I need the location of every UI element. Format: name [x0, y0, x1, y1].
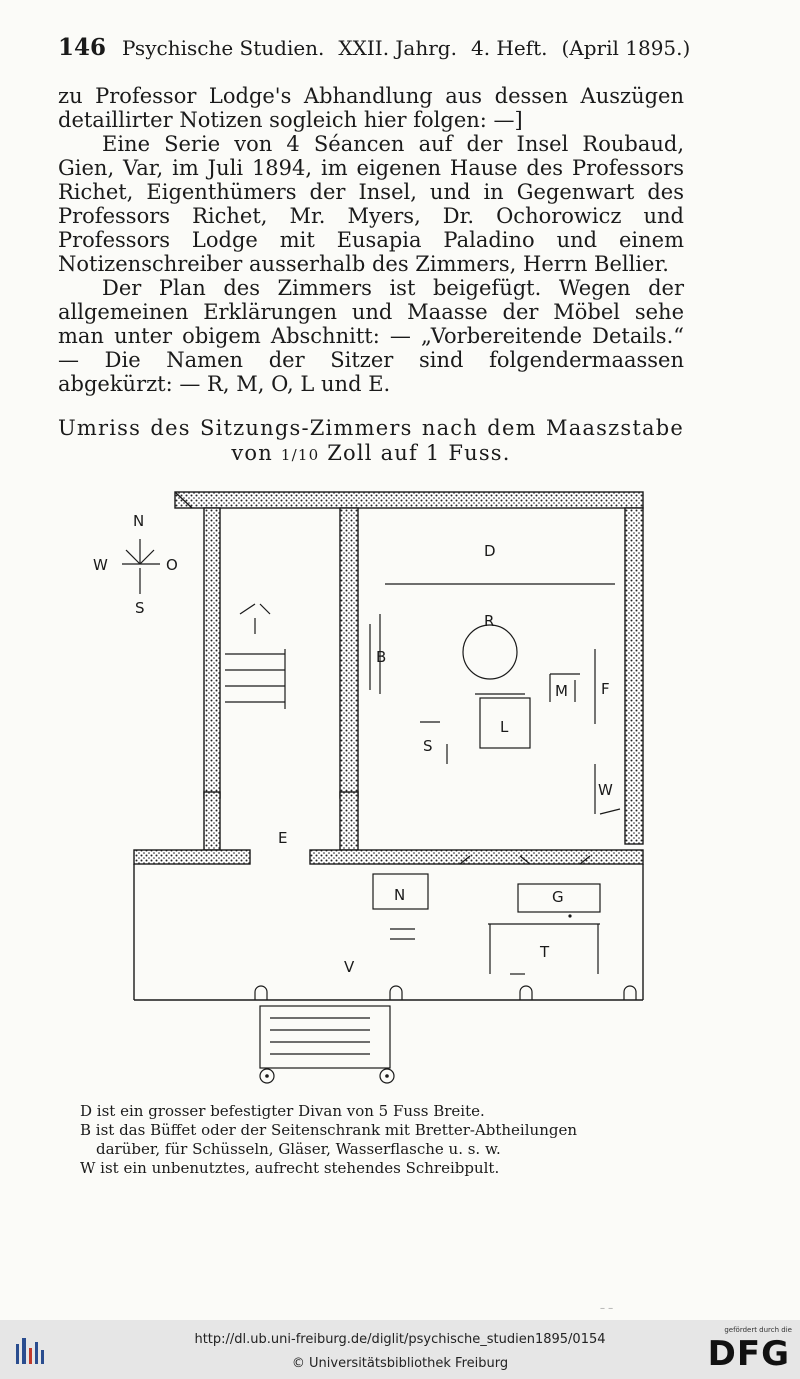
writing-desk-label: W [598, 781, 613, 799]
myers-label: M [555, 682, 568, 700]
compass-west-label: W [93, 556, 108, 574]
viewer-footer: http://dl.ub.uni-freiburg.de/diglit/psyc… [0, 1320, 800, 1379]
t-label: T [540, 943, 550, 961]
funder-caption: gefördert durch die [724, 1326, 792, 1334]
caption-line-2: von 1/10 Zoll auf 1 Fuss. [231, 441, 511, 465]
g-label: G [552, 888, 564, 906]
lodge-label: L [500, 718, 509, 736]
legend-b: B ist das Büffet oder der Seitenschrank … [80, 1121, 577, 1139]
caption-line-1: Umriss des Sitzungs-Zimmers nach dem Maa… [58, 416, 684, 440]
divan-label: D [484, 542, 496, 560]
copyright-notice: © Universitätsbibliothek Freiburg [291, 1356, 509, 1371]
room-plan-drawing [122, 491, 644, 1084]
volume: XXII. Jahrg. [338, 36, 457, 60]
compass-north-label: N [133, 512, 145, 530]
legend-d: D ist ein grosser befestigter Divan von … [80, 1102, 485, 1120]
page-number: 146 [58, 34, 107, 61]
library-logo-icon [16, 1338, 44, 1364]
paragraph-1: zu Professor Lodge's Abhandlung aus dess… [58, 84, 684, 132]
buffet-label: B [376, 648, 387, 666]
scanned-page: 146 Psychische Studien. XXII. Jahrg. 4. … [58, 34, 691, 1314]
funder-logo-text: DFG [707, 1334, 790, 1374]
issue-date: (April 1895.) [561, 36, 691, 60]
room-plan: N W O S D R B M F L S W E N G T V [80, 484, 650, 1094]
entrance-label: E [278, 829, 288, 847]
compass-east-label: O [166, 556, 178, 574]
body-text: zu Professor Lodge's Abhandlung aus dess… [58, 84, 684, 396]
s-label: S [423, 737, 433, 755]
paragraph-2: Eine Serie von 4 Séancen auf der Insel R… [58, 132, 684, 276]
caption-fraction: 1/10 [280, 446, 320, 464]
richet-label: R [484, 612, 495, 630]
document-url-link[interactable]: http://dl.ub.uni-freiburg.de/diglit/psyc… [194, 1332, 606, 1347]
running-header: 146 Psychische Studien. XXII. Jahrg. 4. … [58, 34, 690, 64]
journal-title: Psychische Studien. [122, 36, 325, 60]
paragraph-3: Der Plan des Zimmers ist beigefügt. Wege… [58, 276, 684, 396]
issue: 4. Heft. [470, 36, 548, 60]
compass-south-label: S [135, 599, 145, 617]
plan-dots [265, 914, 572, 1078]
room-walls [133, 491, 644, 1001]
legend-w: W ist ein unbenutztes, aufrecht stehende… [80, 1159, 500, 1177]
scan-mark: – – [600, 1303, 614, 1314]
furniture [122, 539, 637, 1084]
plan-legend: D ist ein grosser befestigter Divan von … [80, 1102, 690, 1178]
legend-b-continued: darüber, für Schüsseln, Gläser, Wasserfl… [96, 1140, 501, 1158]
f-label: F [601, 680, 610, 698]
dfg-logo: gefördert durch die DFG [704, 1326, 796, 1376]
n-label: N [394, 886, 406, 904]
figure-caption: Umriss des Sitzungs-Zimmers nach dem Maa… [58, 416, 684, 468]
v-label: V [344, 958, 355, 976]
